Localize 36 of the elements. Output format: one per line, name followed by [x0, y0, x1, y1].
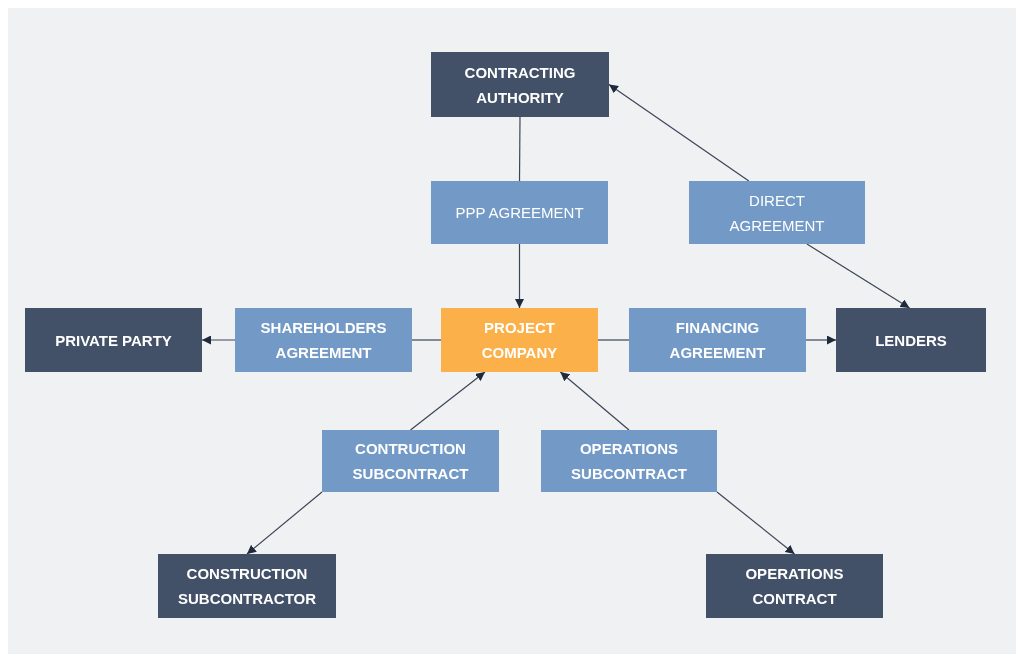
- agreement-box: [541, 430, 717, 492]
- connector-line: [411, 339, 442, 341]
- agreement-box: [629, 308, 806, 372]
- box-label: CONTRUCTION SUBCONTRACT: [351, 439, 470, 484]
- agreement-box: [689, 181, 865, 244]
- box-label: OPERATIONS SUBCONTRACT: [570, 439, 688, 484]
- connector-line: [597, 339, 630, 341]
- arrow: [515, 243, 524, 309]
- box-label: SHAREHOLDERS AGREEMENT: [259, 318, 388, 363]
- agreement-box: [322, 430, 499, 492]
- agreement-box: [431, 181, 608, 244]
- arrow: [201, 335, 236, 345]
- arrow: [246, 491, 323, 555]
- party-box: [836, 308, 986, 372]
- arrow: [805, 335, 837, 345]
- party-box: [158, 554, 336, 618]
- box-label: PROJECT COMPANY: [480, 318, 559, 363]
- connector-line: [518, 116, 521, 182]
- box-label: OPERATIONS CONTRACT: [744, 564, 845, 609]
- box-label: CONSTRUCTION SUBCONTRACTOR: [176, 564, 318, 609]
- party-box: [431, 52, 609, 117]
- arrow: [608, 83, 750, 182]
- box-label: PRIVATE PARTY: [55, 330, 172, 351]
- arrow: [716, 491, 796, 555]
- box-label: LENDERS: [875, 330, 947, 351]
- agreement-box: [235, 308, 412, 372]
- box-label: PPP AGREEMENT: [455, 203, 584, 223]
- party-box: [706, 554, 883, 618]
- box-label: DIRECT AGREEMENT: [728, 190, 826, 236]
- party-box: [25, 308, 202, 372]
- arrow: [409, 371, 486, 431]
- box-label: FINANCING AGREEMENT: [668, 318, 767, 363]
- company-box: [441, 308, 598, 372]
- arrow: [806, 243, 911, 309]
- box-label: CONTRACTING AUTHORITY: [463, 62, 577, 108]
- arrow: [559, 371, 630, 431]
